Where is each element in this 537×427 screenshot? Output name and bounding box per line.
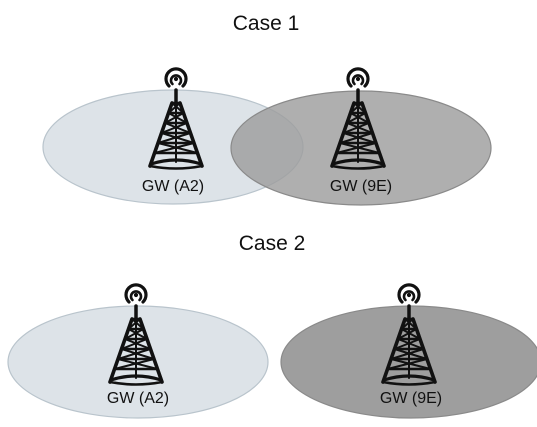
gateway-label: GW (9E) (380, 390, 442, 407)
coverage-area-gw-a2 (7, 305, 269, 419)
gateway-label: GW (A2) (107, 390, 169, 407)
case-2-group: Case 2 GW (A2) GW (9E) (7, 232, 537, 419)
gateway-label: GW (A2) (142, 178, 204, 195)
gateway-label: GW (9E) (330, 178, 392, 195)
case-1-group: Case 1 GW (A2) GW (9E) (42, 12, 492, 206)
case-title: Case 2 (239, 232, 306, 255)
case-title: Case 1 (233, 12, 300, 35)
